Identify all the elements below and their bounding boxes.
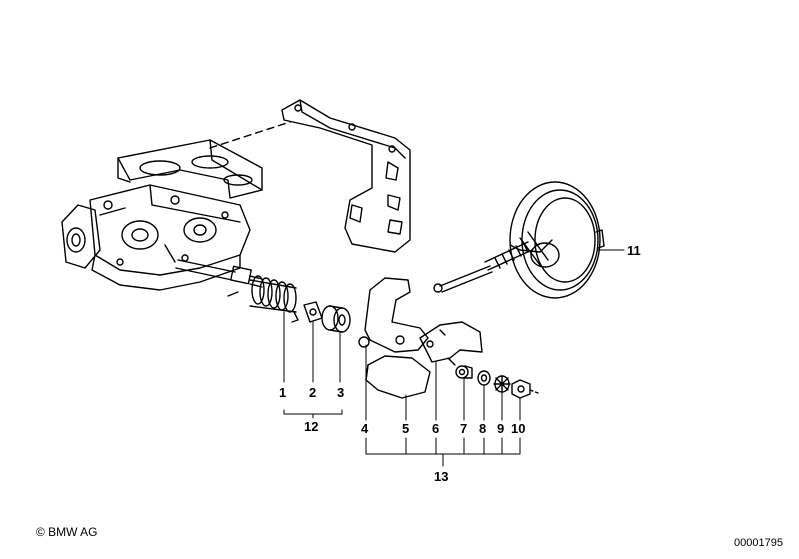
callout-7: 7 xyxy=(460,421,468,436)
callout-8: 8 xyxy=(479,421,487,436)
callout-2: 2 xyxy=(309,385,317,400)
callout-5: 5 xyxy=(402,421,410,436)
spring-part xyxy=(227,275,299,323)
callout-1: 1 xyxy=(279,385,287,400)
nut-washer-parts xyxy=(455,365,539,399)
bush-part xyxy=(321,305,351,333)
callout-3: 3 xyxy=(337,385,345,400)
mounting-bracket xyxy=(281,99,411,253)
callout-9: 9 xyxy=(497,421,505,436)
callout-4: 4 xyxy=(361,421,369,436)
callout-6: 6 xyxy=(432,421,440,436)
callout-11: 11 xyxy=(627,243,641,258)
dashed-connector xyxy=(209,121,291,149)
carburetor-assembly xyxy=(61,139,263,291)
leader-lines xyxy=(283,249,625,467)
washer-plate-part xyxy=(303,301,323,323)
callout-10: 10 xyxy=(511,421,526,436)
cam-disc-part xyxy=(419,321,483,366)
document-number: 00001795 xyxy=(734,537,783,549)
vacuum-unit xyxy=(433,181,605,299)
callout-13: 13 xyxy=(434,469,449,484)
callout-12: 12 xyxy=(304,419,319,434)
copyright-text: © BMW AG xyxy=(36,525,98,539)
